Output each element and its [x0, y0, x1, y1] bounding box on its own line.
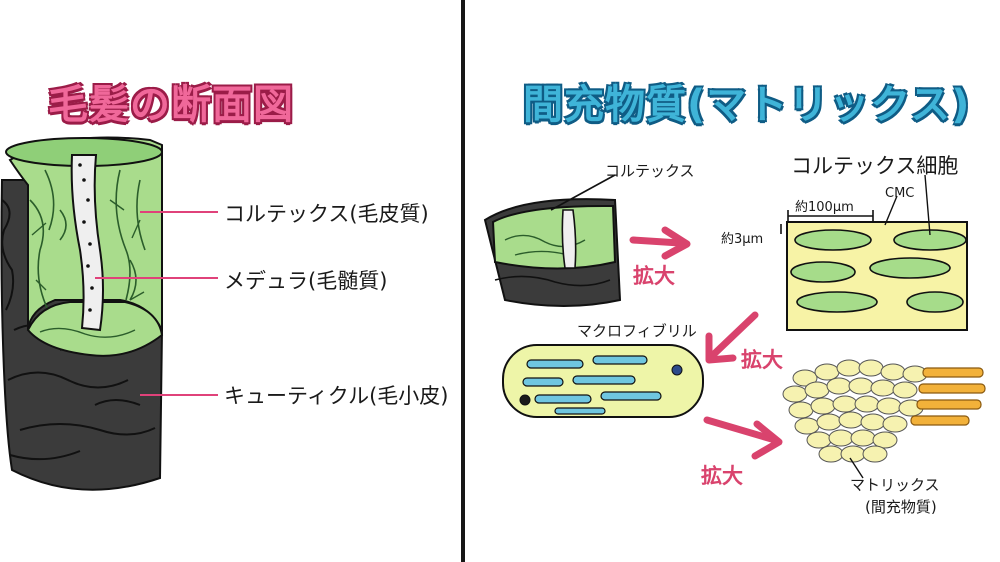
label-cuticle: キューティクル(毛小皮) [224, 384, 449, 408]
panel-divider [461, 0, 465, 562]
zoom-arrow-2 [705, 311, 759, 364]
macrofibril-rod [502, 344, 704, 418]
label-macrofibril: マクロフィブリル [577, 322, 697, 340]
label-matrix: マトリックス [850, 476, 940, 494]
label-matrix-sub: (間充物質) [865, 498, 937, 516]
cortex-small-leader [550, 174, 616, 211]
hair-cross-section-illustration [0, 136, 218, 491]
label-cortex: コルテックス(毛皮質) [224, 202, 429, 226]
matrix-zoom-illustration [483, 174, 986, 479]
right-title: 間充物質(マトリックス) [523, 82, 971, 128]
label-zoom-2: 拡大 [741, 348, 783, 372]
right-panel: 間充物質(マトリックス) [465, 0, 1000, 562]
cortex-cell-leader [924, 174, 931, 236]
matrix-leader [849, 457, 864, 479]
label-cmc: CMC [885, 186, 915, 201]
medulla-core [70, 154, 104, 332]
left-panel: 毛髪の断面図 [0, 0, 461, 562]
cortex-cell-block [780, 210, 968, 331]
label-cortex-cell: コルテックス細胞 [791, 154, 959, 178]
small-hair-section [483, 198, 622, 307]
left-title: 毛髪の断面図 [48, 82, 294, 128]
label-size-100: 約100μm [795, 200, 854, 215]
label-zoom-3: 拡大 [701, 464, 743, 488]
label-zoom-1: 拡大 [633, 264, 675, 288]
zoom-arrow-1 [629, 226, 691, 260]
zoom-arrow-3 [703, 416, 783, 460]
label-size-3: 約3μm [721, 232, 764, 247]
cmc-leader [884, 195, 898, 226]
label-cortex-small: コルテックス [605, 162, 695, 180]
matrix-bundle [782, 359, 986, 463]
label-medulla: メデュラ(毛髄質) [224, 269, 388, 293]
